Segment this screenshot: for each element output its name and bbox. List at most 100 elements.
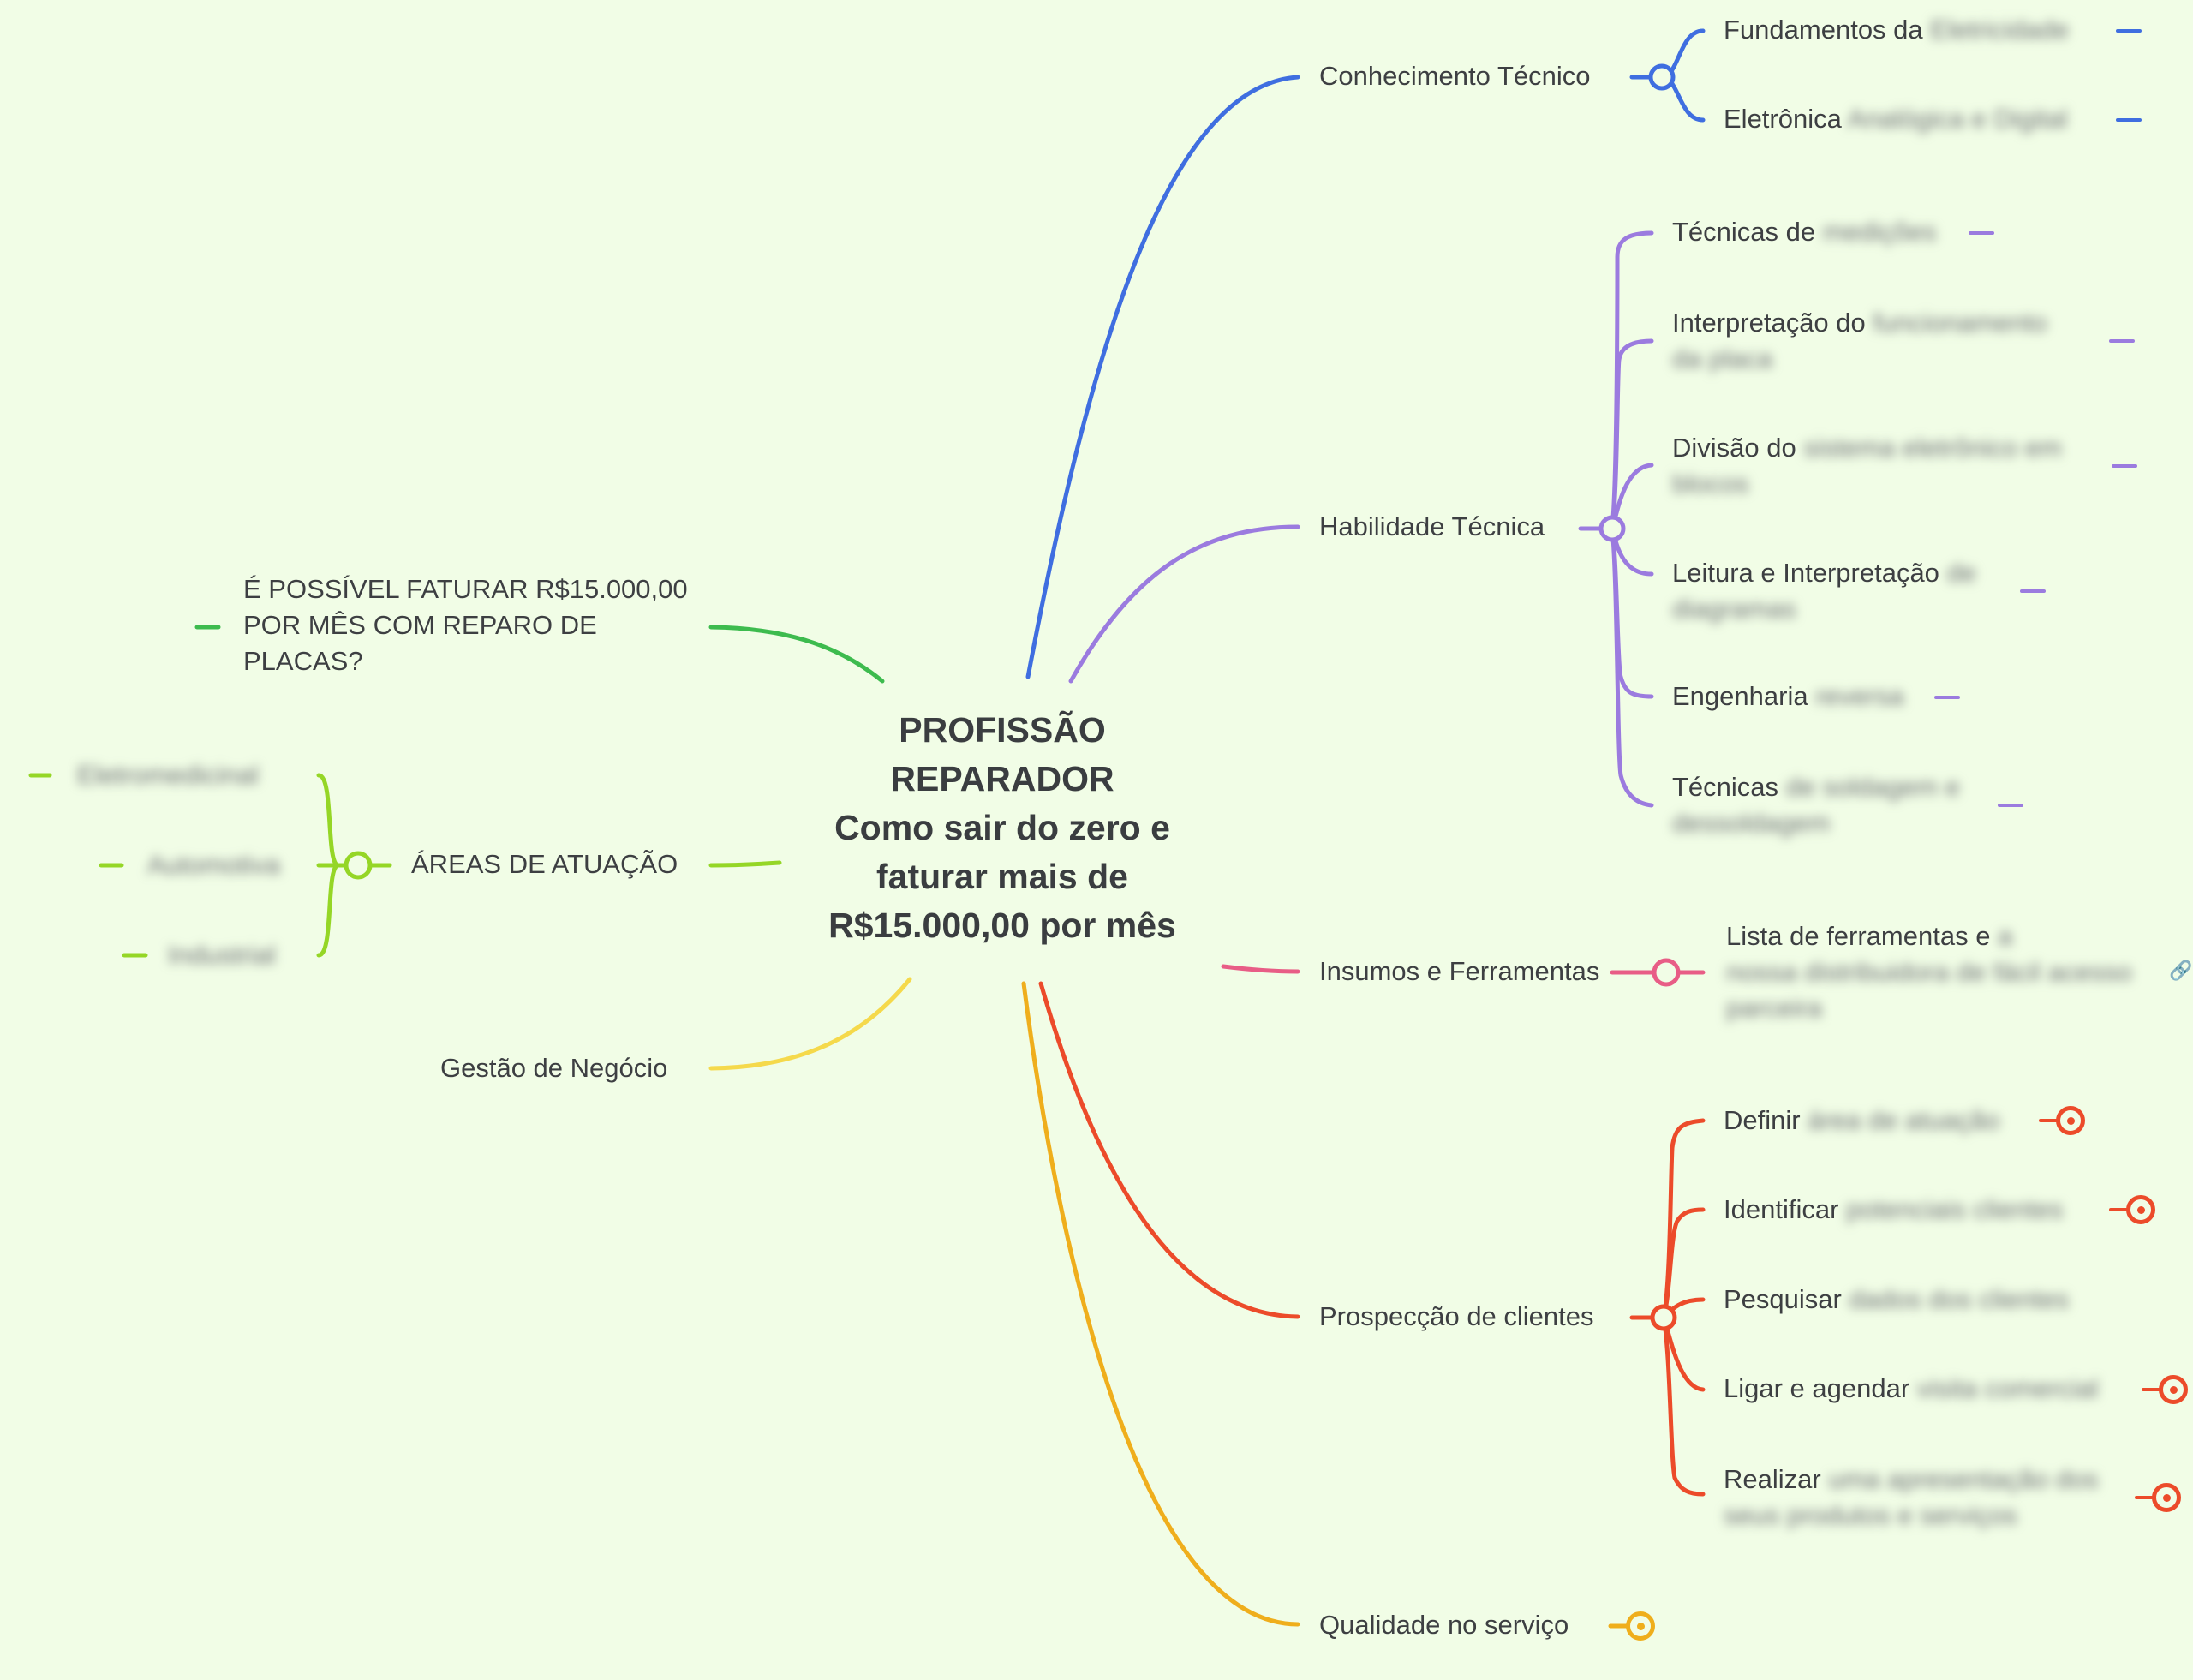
subtopic-text: Engenharia	[1672, 681, 1808, 711]
subtopic-fundamentos[interactable]: Fundamentos da Eletricidade	[1724, 12, 2069, 48]
subtopic-blurred-line2: blocos	[1672, 469, 1749, 499]
central-topic[interactable]: PROFISSÃO REPARADOR Como sair do zero e …	[771, 706, 1234, 950]
subtopic-blurred: visita comercial	[1916, 1373, 2099, 1403]
topic-gestao-negocio[interactable]: Gestão de Negócio	[440, 1053, 668, 1083]
central-line-4: faturar mais de	[876, 857, 1128, 896]
collapse-dash[interactable]	[2116, 118, 2142, 122]
connector-areas	[708, 860, 782, 868]
subtopic-blurred: potenciais clientes	[1846, 1194, 2064, 1224]
subtopic-blurred: funcionamento	[1873, 308, 2047, 338]
subtopic-text: Identificar	[1724, 1194, 1839, 1224]
subtopic-text: Técnicas	[1672, 772, 1779, 802]
subtopic-identificar[interactable]: Identificar potenciais clientes	[1724, 1192, 2063, 1228]
subtopic-blurred-line2: seus produtos e serviços	[1724, 1500, 2017, 1530]
subtopic-blurred: a	[1998, 921, 2013, 951]
subtopic-eletronica-blurred: Analógica e Digital	[1847, 104, 2068, 134]
connector-habilidade	[1068, 524, 1300, 684]
central-line-1: PROFISSÃO	[899, 710, 1106, 750]
connector-faturar	[708, 625, 885, 684]
subtopic-blurred: de soldagem e	[1785, 772, 1961, 802]
topic-habilidade-tecnica[interactable]: Habilidade Técnica	[1319, 511, 1545, 541]
subtopic-blurred-line2: dessoldagem	[1672, 808, 1831, 838]
subtopic-blurred: de	[1946, 558, 1977, 588]
collapse-dash[interactable]	[2109, 339, 2135, 343]
topic-insumos-ferramentas[interactable]: Insumos e Ferramentas	[1319, 956, 1600, 986]
topic-line-2: POR MÊS COM REPARO DE	[243, 610, 597, 640]
junction-conhecimento	[1648, 63, 1676, 91]
subtopic-fundamentos-text: Fundamentos da	[1724, 15, 1923, 45]
subtopic-realizar[interactable]: Realizar uma apresentação dos seus produ…	[1724, 1462, 2099, 1534]
junction-areas	[344, 851, 373, 880]
target-icon[interactable]	[1626, 1611, 1655, 1641]
subtopic-tecnicas-medicoes[interactable]: Técnicas de medições	[1672, 214, 1936, 250]
junction-prospeccao	[1650, 1304, 1677, 1331]
junction-insumos	[1652, 958, 1681, 987]
collapse-dash[interactable]	[1998, 804, 2023, 807]
subtopic-text: Técnicas de	[1672, 217, 1816, 247]
topic-prospeccao-clientes[interactable]: Prospecção de clientes	[1319, 1301, 1594, 1331]
subtopic-area-2[interactable]: Automotiva	[147, 850, 281, 880]
connector-conhecimento	[1025, 75, 1300, 679]
subtopic-divisao[interactable]: Divisão do sistema eletrônico em blocos	[1672, 430, 2062, 502]
subtopic-area-1[interactable]: Eletromedicinal	[77, 760, 259, 790]
subtopic-blurred: uma apresentação dos	[1828, 1464, 2099, 1494]
subtopic-pesquisar[interactable]: Pesquisar dados dos clientes	[1724, 1282, 2069, 1318]
subtopic-blurred-line2: diagramas	[1672, 594, 1796, 624]
collapse-dash[interactable]	[2112, 464, 2137, 468]
target-connector	[2135, 1496, 2154, 1499]
subtopic-blurred: sistema eletrônico em	[1803, 433, 2062, 463]
link-icon[interactable]: 🔗	[2169, 960, 2193, 981]
subtopic-lista-ferramentas[interactable]: Lista de ferramentas e a nossa distribui…	[1726, 918, 2132, 1026]
connector-qualidade	[1021, 981, 1300, 1627]
subtopic-leitura[interactable]: Leitura e Interpretação de diagramas	[1672, 555, 1976, 627]
subtopic-text: Divisão do	[1672, 433, 1796, 463]
connector-prospeccao	[1038, 981, 1300, 1319]
subtopic-interpretacao[interactable]: Interpretação do funcionamento da placa	[1672, 305, 2047, 377]
subtopic-fundamentos-blurred: Eletricidade	[1930, 15, 2070, 45]
subtopic-blurred: dados dos clientes	[1849, 1284, 2070, 1314]
target-connector	[2142, 1388, 2160, 1391]
central-line-2: REPARADOR	[890, 759, 1114, 798]
subtopic-blurred: área de atuação	[1808, 1105, 2000, 1135]
subtopic-text: Leitura e Interpretação	[1672, 558, 1939, 588]
target-icon[interactable]	[2159, 1375, 2188, 1404]
collapse-dash[interactable]	[2020, 589, 2046, 593]
topic-conhecimento-tecnico[interactable]: Conhecimento Técnico	[1319, 61, 1591, 91]
central-line-5: R$15.000,00 por mês	[828, 906, 1176, 945]
topic-qualidade-servico[interactable]: Qualidade no serviço	[1319, 1610, 1569, 1640]
connector-insumos	[1221, 964, 1300, 974]
connector-gestao	[708, 977, 912, 1071]
subtopic-tecnicas-soldagem[interactable]: Técnicas de soldagem e dessoldagem	[1672, 769, 1960, 841]
subtopic-area-3[interactable]: Industrial	[168, 940, 276, 970]
subtopic-ligar[interactable]: Ligar e agendar visita comercial	[1724, 1371, 2099, 1407]
target-icon[interactable]	[2056, 1106, 2085, 1135]
subtopic-engenharia[interactable]: Engenharia reversa	[1672, 679, 1904, 714]
subtopic-blurred: reversa	[1815, 681, 1904, 711]
target-connector	[2109, 1208, 2128, 1211]
subtopic-blurred-line2: da placa	[1672, 344, 1773, 374]
subtopic-blurred-line3: parceira	[1726, 993, 1822, 1023]
subtopic-text: Definir	[1724, 1105, 1801, 1135]
collapse-dash[interactable]	[1934, 696, 1960, 699]
central-line-3: Como sair do zero e	[834, 808, 1170, 847]
topic-areas-atuacao[interactable]: ÁREAS DE ATUAÇÃO	[411, 849, 678, 879]
subtopic-definir[interactable]: Definir área de atuação	[1724, 1103, 1999, 1139]
collapse-dash[interactable]	[1969, 231, 1994, 235]
subtopic-text: Ligar e agendar	[1724, 1373, 1910, 1403]
topic-possivel-faturar[interactable]: É POSSÍVEL FATURAR R$15.000,00 POR MÊS C…	[243, 571, 688, 679]
subtopic-text: Interpretação do	[1672, 308, 1866, 338]
junction-habilidade	[1598, 515, 1626, 542]
target-icon[interactable]	[2152, 1483, 2181, 1512]
subtopic-eletronica-text: Eletrônica	[1724, 104, 1842, 134]
subtopic-text: Pesquisar	[1724, 1284, 1842, 1314]
subtopic-blurred-line2: nossa distribuidora de fácil acesso	[1726, 957, 2132, 987]
subtopic-text: Realizar	[1724, 1464, 1821, 1494]
collapse-dash[interactable]	[2116, 29, 2142, 33]
topic-line-1: É POSSÍVEL FATURAR R$15.000,00	[243, 574, 688, 604]
subtopic-eletronica[interactable]: Eletrônica Analógica e Digital	[1724, 101, 2068, 137]
subtopic-blurred: medições	[1822, 217, 1937, 247]
target-icon[interactable]	[2126, 1195, 2155, 1224]
subtopic-text: Lista de ferramentas e	[1726, 921, 1991, 951]
topic-line-3: PLACAS?	[243, 646, 363, 676]
